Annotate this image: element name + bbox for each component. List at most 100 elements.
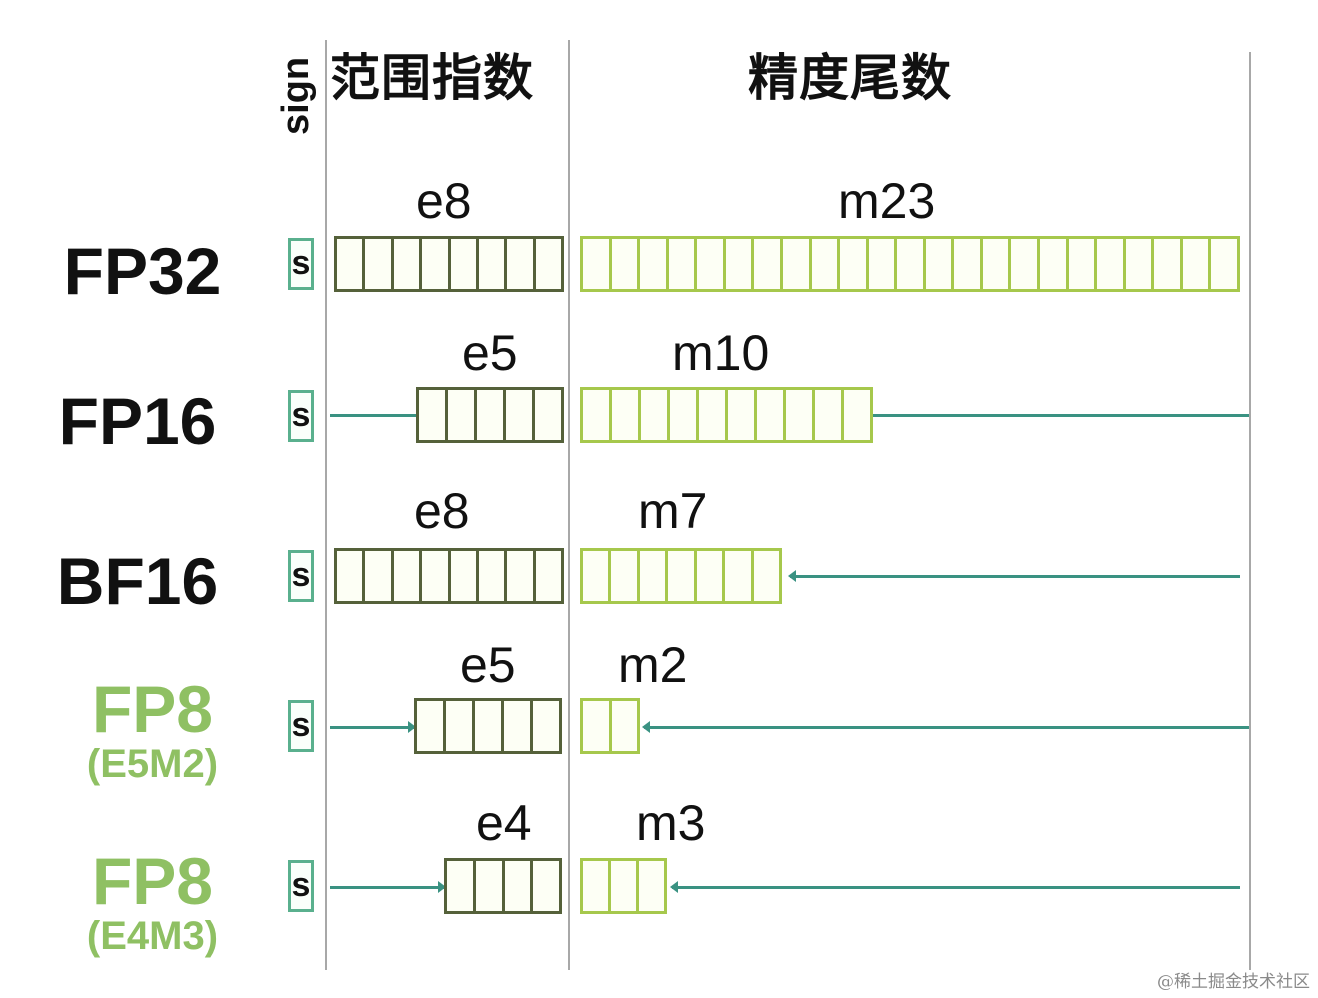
sign-connector-arrow <box>330 881 446 893</box>
bit-cell <box>722 551 751 601</box>
mantissa-bits-label: m7 <box>638 483 708 539</box>
mantissa-bits <box>580 858 667 914</box>
bit-cell <box>808 239 838 289</box>
format-label-fp32: FP32 <box>40 238 245 304</box>
sign-connector-line <box>330 414 416 417</box>
format-label-fp8-e4m3: FP8 (E4M3) <box>50 848 255 958</box>
format-name: BF16 <box>56 544 219 618</box>
bit-cell <box>419 390 445 440</box>
mantissa-bits <box>580 548 782 604</box>
bit-cell <box>530 701 559 751</box>
bit-cell <box>532 551 561 601</box>
bit-cell <box>754 390 783 440</box>
bit-cell <box>608 701 637 751</box>
bit-cell <box>532 390 561 440</box>
bit-cell <box>665 239 695 289</box>
sign-exponent-divider <box>325 40 327 970</box>
mantissa-bits <box>580 387 873 443</box>
format-label-bf16: BF16 <box>35 548 240 614</box>
bit-cell <box>636 861 664 911</box>
exponent-bits-label: e8 <box>414 483 470 539</box>
mantissa-bits-label: m23 <box>838 173 936 229</box>
exponent-bits <box>414 698 562 754</box>
bit-cell <box>608 551 637 601</box>
padding-arrow <box>670 881 1240 893</box>
format-variant: (E4M3) <box>86 914 219 958</box>
format-name: FP8 <box>91 672 214 746</box>
format-name: FP8 <box>91 844 214 918</box>
exponent-bits <box>444 858 562 914</box>
format-name: FP16 <box>58 384 217 458</box>
bit-cell <box>419 239 448 289</box>
bit-cell <box>608 861 636 911</box>
sign-bit-box: s <box>288 700 314 752</box>
bit-cell <box>694 239 723 289</box>
format-label-fp16: FP16 <box>35 388 240 454</box>
mantissa-bits <box>580 236 1240 292</box>
padding-connector-line <box>873 414 1249 417</box>
sign-column-header: sign <box>275 56 317 135</box>
format-label-fp8-e5m2: FP8 (E5M2) <box>50 676 255 786</box>
format-name: FP32 <box>63 234 222 308</box>
exponent-bits-label: e4 <box>476 795 532 851</box>
bit-cell <box>530 861 559 911</box>
bit-cell <box>390 551 420 601</box>
bit-cell <box>417 701 443 751</box>
padding-arrow <box>788 570 1240 582</box>
format-variant: (E5M2) <box>86 742 219 786</box>
bit-cell <box>475 551 505 601</box>
bit-cell <box>637 239 666 289</box>
bit-cell <box>472 701 501 751</box>
bit-cell <box>693 551 723 601</box>
bit-cell <box>667 390 696 440</box>
sign-bit-box: s <box>288 238 314 290</box>
bit-cell <box>583 390 609 440</box>
bit-cell <box>696 390 725 440</box>
bit-cell <box>751 239 780 289</box>
bit-cell <box>1179 239 1209 289</box>
bit-cell <box>501 701 530 751</box>
exponent-bits <box>334 548 564 604</box>
bit-cell <box>337 239 363 289</box>
bit-cell <box>638 390 667 440</box>
bit-cell <box>447 861 473 911</box>
sign-bit-box: s <box>288 550 314 602</box>
bit-cell <box>503 390 532 440</box>
bit-cell <box>419 551 448 601</box>
bit-cell <box>583 551 609 601</box>
bit-cell <box>583 701 609 751</box>
bit-cell <box>609 390 638 440</box>
watermark: @稀土掘金技术社区 <box>1157 972 1310 992</box>
exponent-bits-label: e5 <box>462 325 518 381</box>
mantissa-bits-label: m2 <box>618 637 688 693</box>
mantissa-bits <box>580 698 640 754</box>
mantissa-bits-label: m10 <box>672 325 770 381</box>
exponent-mantissa-divider <box>568 40 570 970</box>
bit-cell <box>894 239 923 289</box>
bit-cell <box>636 551 666 601</box>
bit-cell <box>390 239 420 289</box>
bit-cell <box>783 390 812 440</box>
bit-cell <box>501 861 531 911</box>
bit-cell <box>445 390 474 440</box>
padding-arrow <box>642 721 1249 733</box>
bit-cell <box>447 239 476 289</box>
bit-cell <box>951 239 980 289</box>
bit-cell <box>841 390 870 440</box>
bit-cell <box>532 239 561 289</box>
exponent-bits-label: e5 <box>460 637 516 693</box>
sign-connector-arrow <box>330 721 416 733</box>
sign-bit-box: s <box>288 860 314 912</box>
bit-cell <box>725 390 754 440</box>
bit-cell <box>583 239 609 289</box>
bit-cell <box>837 239 866 289</box>
bit-cell <box>665 551 694 601</box>
bit-cell <box>362 551 391 601</box>
bit-cell <box>1122 239 1152 289</box>
bit-cell <box>443 701 472 751</box>
bit-cell <box>1094 239 1123 289</box>
bit-cell <box>722 239 752 289</box>
sign-bit-box: s <box>288 390 314 442</box>
bit-cell <box>1065 239 1095 289</box>
bit-cell <box>865 239 895 289</box>
